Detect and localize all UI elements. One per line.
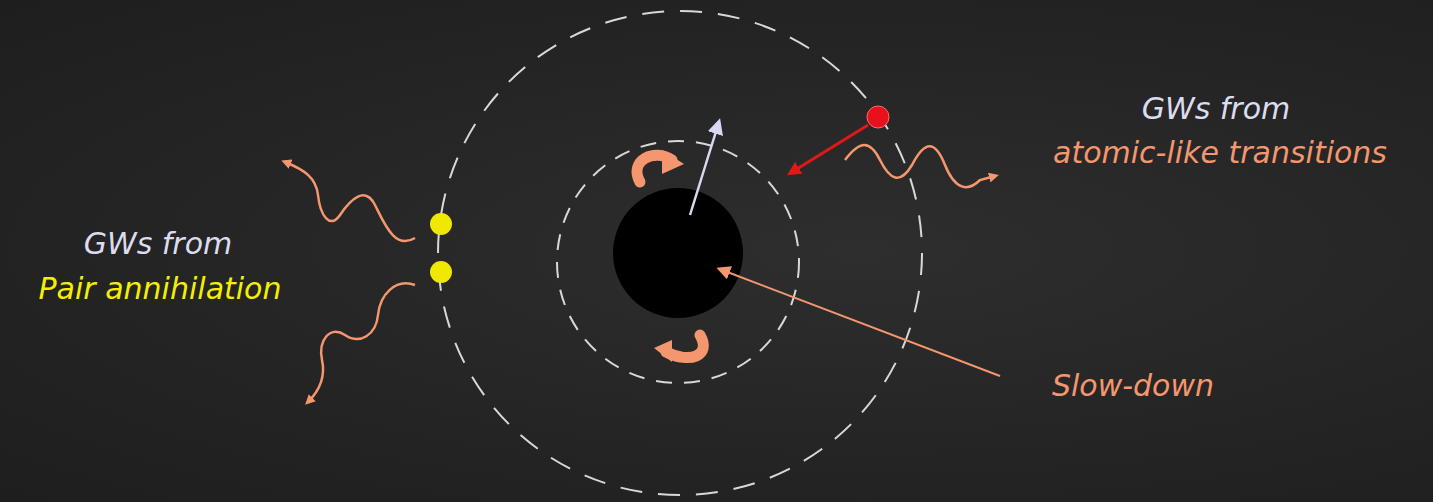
black-hole [613,188,743,318]
rotation-arrowhead [662,150,684,174]
gravitational-wave [285,162,415,241]
outer-orbit [438,11,922,495]
spin-arrow [690,125,718,215]
leader-line [722,270,1000,376]
heading-label: GWs from [1142,92,1291,125]
gravitational-wave [845,145,995,187]
callout-label: Slow-down [1052,369,1214,402]
rotation-arrowhead [654,340,672,362]
process-label: Pair annihilation [39,272,282,305]
process-label: atomic-like transitions [1053,136,1387,169]
particle [430,213,452,235]
heading-label: GWs from [84,227,233,260]
gravitational-wave [308,283,415,402]
particle [430,261,452,283]
inner-orbit [557,141,799,383]
particle [867,106,889,128]
